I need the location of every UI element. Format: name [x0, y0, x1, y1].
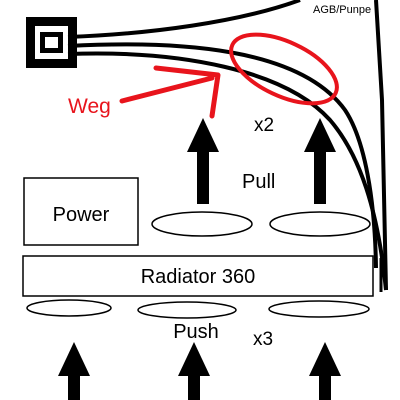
highlight-ellipse	[229, 32, 339, 106]
port-square-icon	[26, 17, 77, 68]
up-arrow-icon	[178, 342, 210, 400]
up-arrow-icon	[304, 118, 336, 204]
push-fan	[268, 300, 370, 318]
count-top-label: x2	[254, 115, 274, 136]
power-label: Power	[53, 204, 110, 226]
radiator-box	[22, 255, 374, 297]
hose-lower	[67, 51, 388, 291]
hose-top	[67, 0, 301, 39]
push-fan	[137, 301, 237, 319]
up-arrow-icon	[58, 342, 90, 400]
pull-label: Pull	[242, 171, 275, 193]
top-right-label: AGB/Punpe	[313, 4, 371, 16]
pull-fan	[151, 211, 253, 237]
push-fan	[26, 299, 112, 317]
hose-right	[374, 0, 388, 291]
annotation-label: Weg	[68, 95, 111, 118]
radiator-label: Radiator 360	[141, 266, 256, 288]
annotation-arrow-icon	[119, 65, 221, 119]
up-arrow-icon	[187, 118, 219, 204]
up-arrow-icon	[309, 342, 341, 400]
power-box	[23, 177, 139, 246]
push-label: Push	[173, 321, 219, 343]
pull-fan	[269, 211, 371, 237]
count-bottom-label: x3	[253, 329, 273, 350]
